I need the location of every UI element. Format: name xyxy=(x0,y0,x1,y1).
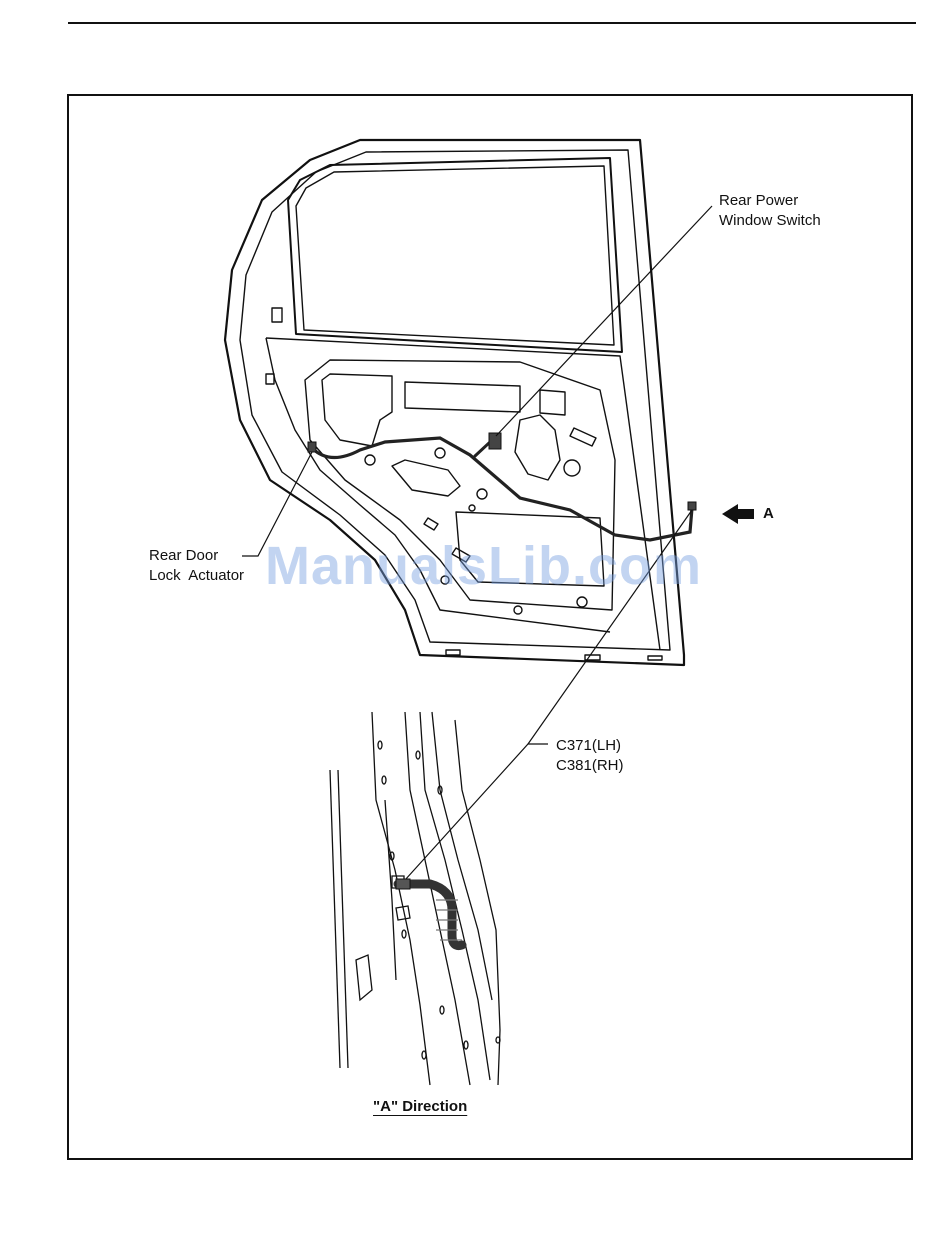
leader-window-switch xyxy=(496,206,712,436)
door-wiring-harness xyxy=(312,438,692,540)
window-opening xyxy=(288,158,622,352)
label-rear-power-window-switch: Rear Power Window Switch xyxy=(719,191,821,231)
direction-arrow-icon xyxy=(722,504,754,524)
leader-connector-c371 xyxy=(405,744,548,880)
label-line: Window Switch xyxy=(719,211,821,231)
watermark-text: ManualsLib.com xyxy=(265,535,702,597)
label-direction-a: A xyxy=(763,504,774,524)
label-line: C371(LH) xyxy=(556,736,624,756)
label-line: Lock Actuator xyxy=(149,566,244,586)
label-line: C381(RH) xyxy=(556,756,624,776)
label-line: Rear Door xyxy=(149,546,244,566)
view-caption: "A" Direction xyxy=(373,1098,467,1115)
panel-cutout-center xyxy=(392,460,460,496)
label-connector: C371(LH) C381(RH) xyxy=(556,736,624,776)
label-line: Rear Power xyxy=(719,191,821,211)
detail-pillar-outline xyxy=(330,770,340,1068)
panel-cutout-upper xyxy=(322,374,392,446)
label-rear-door-lock-actuator: Rear Door Lock Actuator xyxy=(149,546,244,586)
